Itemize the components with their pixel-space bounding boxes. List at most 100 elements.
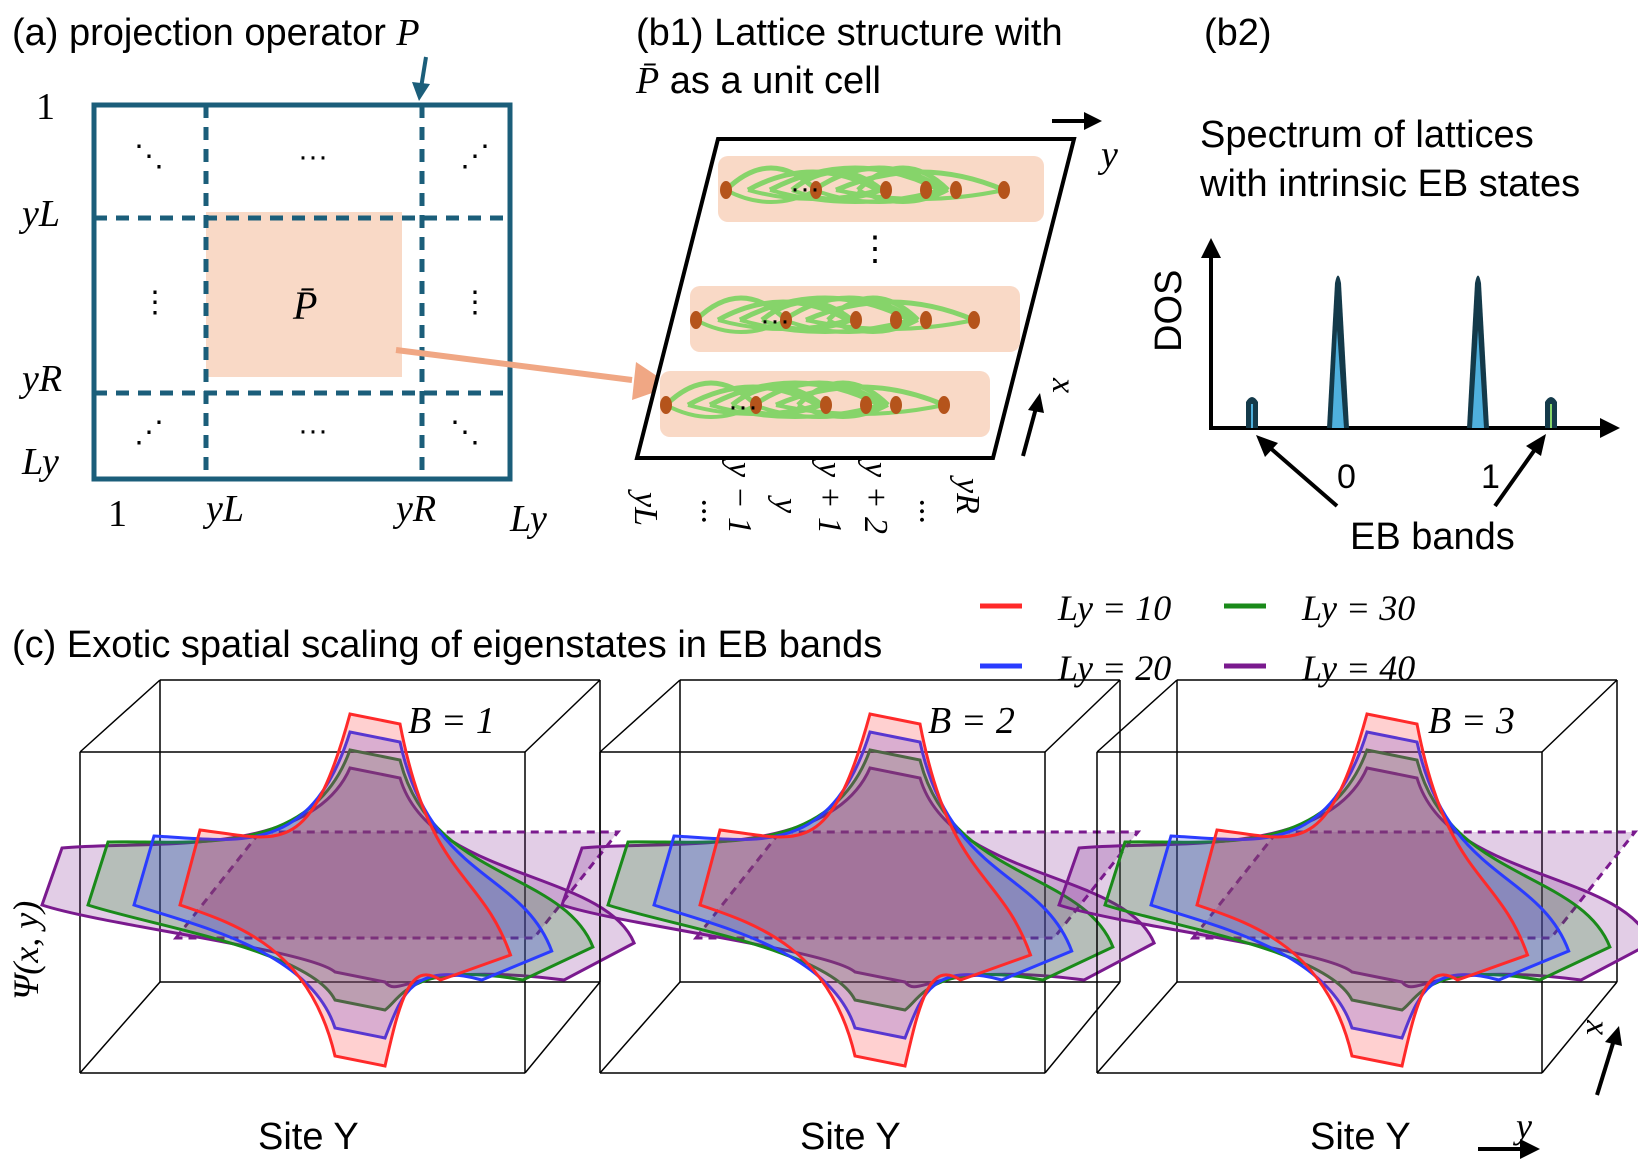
cube-edge	[1044, 981, 1121, 1074]
lattice-bonds	[660, 165, 1010, 419]
c-y-axis-label: y	[1516, 1106, 1532, 1146]
lattice-site	[998, 181, 1010, 199]
legend-label-Ly20: Ly = 20	[1058, 648, 1172, 688]
panel-b1-title-symbol: P̄	[636, 60, 660, 102]
lattice-site	[920, 181, 932, 199]
wave-sheet-0	[178, 712, 513, 1068]
lattice-x-axis-label: x	[1045, 378, 1082, 394]
panel-b2-subtitle-line2: with intrinsic EB states	[1200, 163, 1581, 205]
dots-top-left: ⋱	[134, 140, 164, 173]
dots-top-right: ⋰	[460, 140, 490, 173]
c-x-axis-label: x	[1579, 1020, 1616, 1036]
lattice-bond	[797, 403, 889, 419]
panel-c-ylabel: Ψ(x, y)	[6, 900, 46, 1000]
lattice-y-arrowhead	[1084, 112, 1102, 130]
eb-annotation-arrow-left	[1266, 444, 1339, 508]
cube-edge	[599, 981, 681, 1074]
legend-label-Ly40: Ly = 40	[1302, 648, 1416, 688]
lattice-x-arrow	[1021, 407, 1038, 457]
legend-label-Ly30: Ly = 30	[1302, 588, 1416, 628]
dots-top-mid: ···	[298, 140, 328, 173]
dos-x-arrowhead	[1600, 418, 1620, 438]
lattice-dots-mid: ···	[760, 304, 790, 337]
lattice-site	[890, 311, 902, 329]
dos-peak-0-core	[1332, 330, 1344, 428]
lattice-site	[750, 396, 762, 414]
xlabel-sub1: Site Y	[258, 1116, 359, 1158]
lattice-dots-bot: ···	[728, 390, 758, 423]
lattice-site	[660, 396, 672, 414]
subplot-cube-B2	[560, 679, 1157, 1074]
subplot-cube-B1	[40, 679, 637, 1074]
row-label-yL: yL	[22, 193, 60, 235]
wave-sheet-1	[652, 730, 1074, 1040]
dots-bot-left: ⋰	[134, 416, 164, 449]
row-label-Ly: Ly	[22, 441, 59, 483]
subplot-label-B2: B = 2	[928, 700, 1015, 742]
panel-a-title: (a) projection operator P	[12, 14, 420, 52]
dots-mid-right: ⋮	[460, 286, 490, 319]
subplot-cubes	[40, 679, 1638, 1074]
dos-tick-1: 1	[1481, 458, 1500, 496]
row-label-yR: yR	[22, 358, 63, 400]
projection-matrix-frame	[91, 102, 513, 482]
dos-y-arrowhead	[1201, 238, 1221, 258]
col-label-Ly: Ly	[510, 498, 547, 540]
col-label-yL: yL	[206, 488, 244, 530]
pbar-block	[206, 212, 402, 377]
lattice-bond	[782, 295, 916, 323]
lattice-site	[938, 396, 950, 414]
dos-peaks	[1246, 275, 1557, 428]
pbar-label: P̄	[293, 283, 318, 328]
panel-c-title: (c) Exotic spatial scaling of eigenstate…	[12, 624, 883, 666]
wave-sheet-1	[1149, 730, 1571, 1040]
cube-edge	[1541, 981, 1618, 1074]
xlabel-sub3: Site Y	[1310, 1116, 1411, 1158]
lattice-site	[850, 311, 862, 329]
lattice-site	[920, 311, 932, 329]
cube-edge	[1096, 981, 1178, 1074]
lattice-bond	[760, 299, 854, 322]
lattice-bond	[768, 165, 942, 193]
lattice-site	[690, 311, 702, 329]
eb-bands-annotation: EB bands	[1350, 516, 1515, 558]
lattice-bond	[730, 384, 824, 407]
panel-a-title-symbol: P	[396, 12, 420, 54]
lattice-site	[890, 396, 902, 414]
col-label-yR: yR	[396, 488, 437, 530]
site-label-y: y	[767, 498, 804, 514]
subplot-label-B3: B = 3	[1428, 700, 1515, 742]
site-label-yR: yR	[949, 478, 986, 514]
lattice-bond	[827, 318, 919, 334]
flat-sheet	[1189, 830, 1638, 940]
eb-annotation-arrowhead-left	[1256, 435, 1278, 457]
lattice-site	[720, 181, 732, 199]
cube-edge	[1044, 679, 1121, 753]
lattice-bond	[790, 169, 884, 192]
c-y-arrowhead	[1520, 1139, 1540, 1159]
subplot-label-B1: B = 1	[408, 700, 495, 742]
dots-bot-mid: ···	[298, 414, 328, 447]
eb-annotation-arrow-right	[1493, 446, 1538, 508]
panel-a-title-text: (a) projection operator	[12, 12, 397, 54]
subplot-cube-B3	[1057, 679, 1638, 1074]
site-label-yL: yL	[627, 492, 664, 526]
lattice-vdots: ⋮	[858, 230, 892, 268]
legend-lines	[980, 603, 1266, 669]
site-label-y-plus-1: y + 1	[811, 462, 848, 535]
dos-ylabel: DOS	[1148, 269, 1190, 352]
lattice-site	[810, 181, 822, 199]
panel-b2-subtitle-line1: Spectrum of lattices	[1200, 114, 1534, 156]
c-x-arrowhead	[1605, 1026, 1622, 1046]
lattice-bond	[812, 165, 946, 193]
lattice-site	[968, 311, 980, 329]
site-label-y-plus-2: y + 2	[857, 462, 894, 535]
lattice-site	[880, 181, 892, 199]
p-pointer-arrow	[419, 56, 428, 89]
cube-edge	[599, 679, 681, 753]
wave-sheet-0	[1195, 712, 1530, 1068]
cube-edge	[79, 679, 161, 753]
pbar-to-lattice-arrowhead	[632, 362, 672, 400]
lattice-site	[860, 396, 872, 414]
